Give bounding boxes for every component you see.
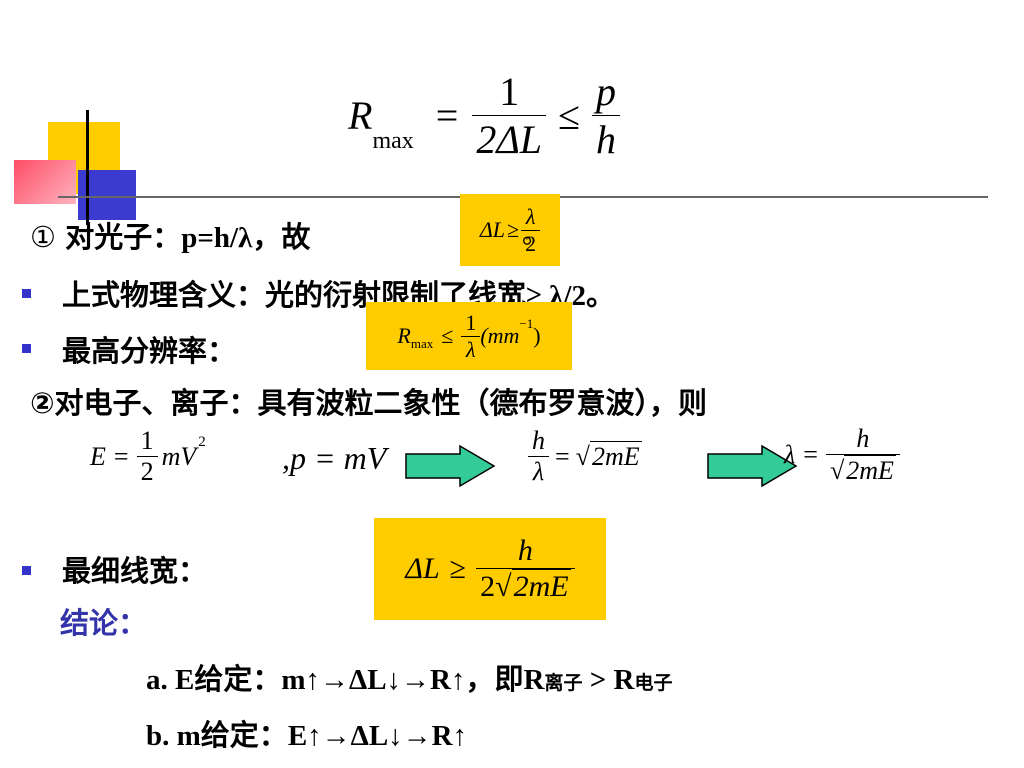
eq-energy-den: 2 bbox=[140, 457, 154, 486]
eq-energy-num: 1 bbox=[140, 426, 154, 455]
conclusion-a-gt: > bbox=[582, 664, 614, 696]
conclusion-a: a. E给定：m↑→ΔL↓→R↑，即R离子 > R电子 bbox=[146, 656, 672, 698]
conclusion-a-pre: a. E bbox=[146, 664, 195, 696]
eq-ratio-frac: h λ bbox=[528, 426, 549, 487]
rmax-le: ≤ bbox=[558, 93, 581, 138]
conclusion-b-cn: 给定： bbox=[200, 718, 288, 752]
photon-box-lhs: ΔL bbox=[479, 217, 506, 242]
linewidth-box-den: 2√2mE bbox=[480, 569, 571, 603]
resolution-box-paren: (mm bbox=[480, 323, 520, 348]
resolution-box-den: λ bbox=[466, 336, 476, 362]
resolution-box-lhs: R bbox=[397, 323, 411, 348]
conclusion-a-cn2: ，即 bbox=[465, 662, 524, 696]
bullet-linewidth bbox=[22, 566, 31, 575]
rmax-frac2: p h bbox=[592, 68, 621, 163]
rmax-frac1: 1 2ΔL bbox=[472, 68, 547, 163]
conclusion-b: b. m给定：E↑→ΔL↓→R↑ bbox=[146, 712, 467, 754]
resolution-label: 最高分辨率： bbox=[62, 334, 237, 368]
eq-energy-lhs: E bbox=[90, 441, 106, 471]
eq-lambda-sqrt: √2mE bbox=[829, 455, 896, 485]
conclusion-b-pre: b. m bbox=[146, 720, 201, 752]
photon-period: 。 bbox=[522, 220, 549, 249]
conclusion-a-sub2: 电子 bbox=[634, 672, 673, 694]
conclusion-a-r1: R bbox=[523, 664, 545, 696]
linewidth-box-rel: ≥ bbox=[449, 552, 467, 585]
conclusion-b-rel: E↑→ΔL↓→R↑ bbox=[287, 720, 468, 752]
photon-box-den: 2 bbox=[525, 230, 537, 256]
eq-lambda-frac: h √2mE bbox=[825, 424, 900, 486]
linewidth-box: ΔL ≥ h 2√2mE bbox=[374, 518, 606, 620]
conclusion-title: 结论： bbox=[60, 606, 148, 640]
rmax-num2: p bbox=[596, 69, 617, 114]
resolution-box-sub: max bbox=[410, 336, 434, 351]
photon-line: ① 对光子：p=h/λ，故 bbox=[30, 214, 310, 256]
rmax-sub: max bbox=[372, 128, 414, 154]
conclusion-a-rel: m↑→ΔL↓→R↑ bbox=[281, 664, 466, 696]
linewidth-box-lhs: ΔL bbox=[405, 552, 440, 585]
eq-ratio-num: h bbox=[532, 426, 545, 455]
photon-box: ΔL ≥ λ 2 。 bbox=[460, 194, 560, 266]
eq-lambda-rad: 2mE bbox=[844, 455, 896, 485]
photon-marker: ① bbox=[30, 220, 56, 254]
eq-lambda-lhs: λ bbox=[784, 440, 796, 469]
photon-box-frac: λ 2 bbox=[521, 203, 541, 257]
resolution-box-close: ) bbox=[533, 323, 541, 348]
rmax-lhs: R bbox=[348, 93, 373, 138]
rmax-num1: 1 bbox=[499, 69, 520, 114]
resolution-box-frac: 1 λ bbox=[461, 309, 481, 363]
photon-label: 对光子： bbox=[65, 220, 182, 254]
eq-ratio-eq: = bbox=[555, 441, 570, 471]
conclusion-a-r2: R bbox=[613, 664, 635, 696]
rmax-den2: h bbox=[596, 117, 617, 162]
conclusion-a-cn: 给定： bbox=[194, 662, 282, 696]
eq-ratio: h λ = √2mE bbox=[528, 426, 642, 487]
eq-energy-frac: 1 2 bbox=[136, 426, 158, 487]
eq-lambda-eq: = bbox=[803, 440, 818, 469]
rmax-den1: 2ΔL bbox=[476, 117, 543, 162]
eq-energy-eq: = bbox=[113, 441, 129, 471]
linewidth-box-rad: 2mE bbox=[511, 569, 571, 603]
eq-ratio-den: λ bbox=[532, 457, 545, 486]
photon-box-num: λ bbox=[525, 203, 536, 229]
conclusion-a-sub1: 离子 bbox=[544, 672, 583, 694]
linewidth-box-coef: 2 bbox=[480, 570, 496, 603]
photon-box-rel: ≥ bbox=[507, 217, 520, 242]
eq-energy-exp: 2 bbox=[198, 434, 206, 450]
photon-eq: p=h/λ bbox=[181, 222, 253, 254]
eq-momentum: ,p = mV bbox=[282, 440, 387, 476]
eq-lambda-num: h bbox=[856, 424, 870, 453]
decor-vertical-line bbox=[86, 110, 89, 225]
linewidth-label: 最细线宽： bbox=[62, 554, 208, 588]
bullet-resolution bbox=[22, 344, 31, 353]
linewidth-box-num: h bbox=[517, 534, 533, 567]
photon-tail: ，故 bbox=[252, 220, 311, 254]
right-arrow-icon bbox=[707, 444, 798, 488]
eq-energy-body: mV bbox=[161, 441, 197, 471]
bullet-meaning bbox=[22, 289, 31, 298]
electron-line: ②对电子、离子：具有波粒二象性（德布罗意波），则 bbox=[30, 386, 708, 420]
resolution-box-exp: −1 bbox=[519, 316, 534, 331]
resolution-box-rel: ≤ bbox=[441, 323, 454, 348]
resolution-box-num: 1 bbox=[465, 309, 477, 335]
eq-ratio-sqrt: √2mE bbox=[575, 441, 642, 471]
right-arrow-icon bbox=[405, 444, 496, 488]
eq-ratio-rad: 2mE bbox=[589, 441, 642, 471]
eq-lambda: λ = h √2mE bbox=[784, 424, 900, 486]
linewidth-box-frac: h 2√2mE bbox=[476, 534, 575, 604]
rmax-eq: = bbox=[435, 93, 459, 138]
